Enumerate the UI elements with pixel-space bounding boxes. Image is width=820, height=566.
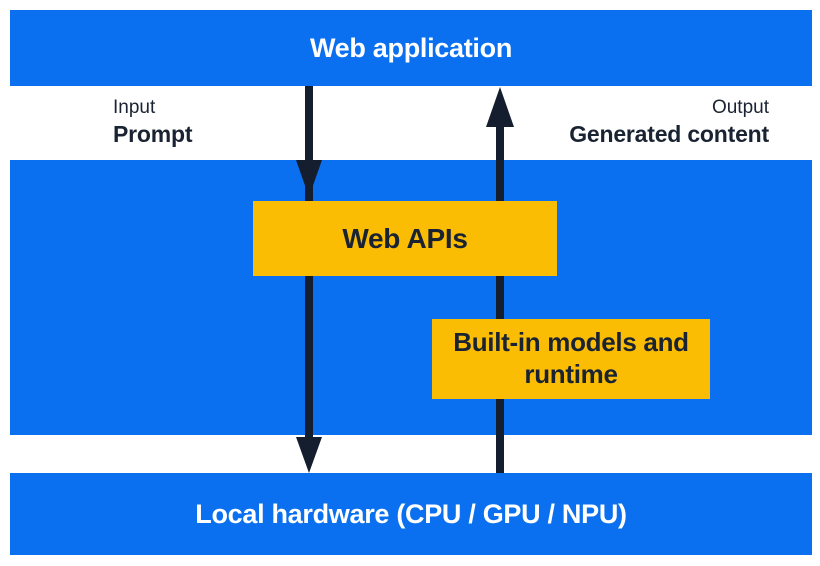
down-arrowhead-hardware [296,437,322,473]
input-value-label: Prompt [113,121,193,147]
built-in-models-box: Built-in models and runtime [432,319,710,399]
web-application-layer: Web application [10,10,812,86]
local-hardware-label: Local hardware (CPU / GPU / NPU) [195,498,627,529]
built-in-models-label: Built-in models and runtime [453,327,689,389]
web-application-label: Web application [309,32,513,63]
input-annotation: Input Prompt [113,97,193,147]
local-hardware-layer: Local hardware (CPU / GPU / NPU) [10,473,812,555]
input-caption: Input [113,97,156,118]
web-apis-label: Web APIs [342,222,468,254]
web-apis-box: Web APIs [253,201,557,276]
output-caption: Output [711,97,769,118]
output-value-label: Generated content [569,121,769,147]
output-annotation: Output Generated content [569,98,769,146]
up-arrowhead-webapp [486,87,514,127]
